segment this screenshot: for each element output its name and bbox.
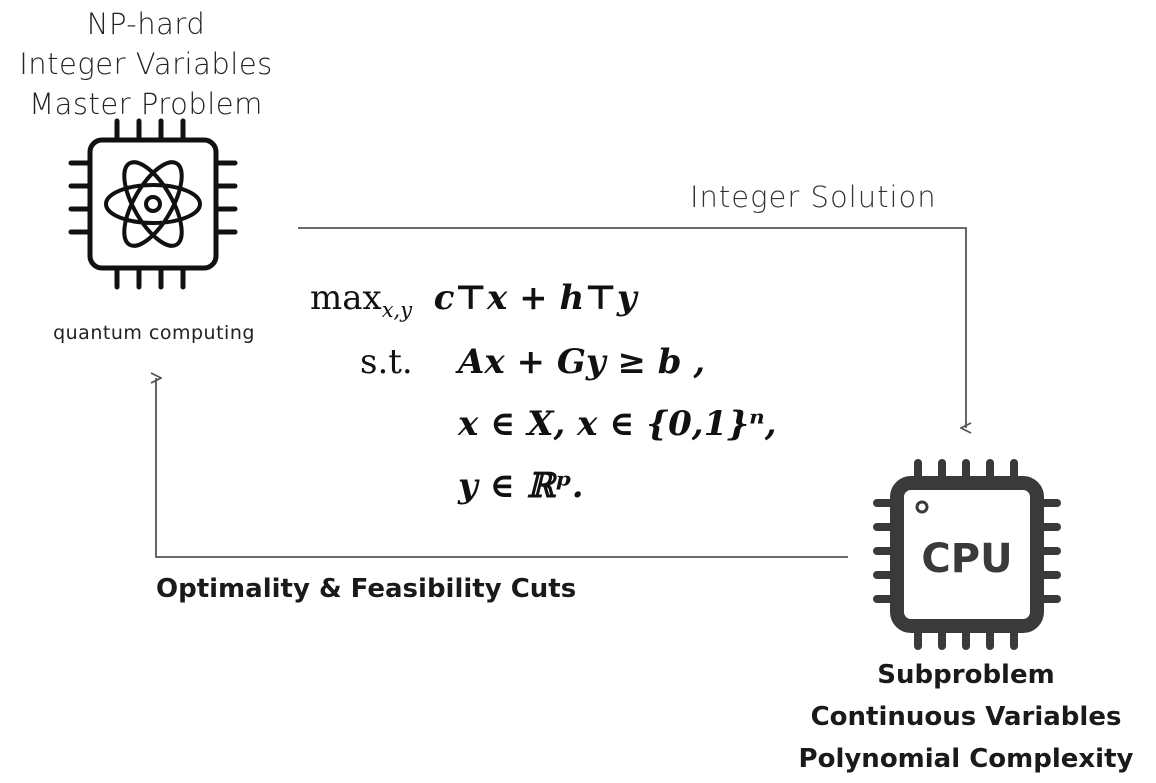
master-title-line-2: Integer Variables	[19, 47, 273, 81]
subproblem-line-1: Subproblem	[877, 660, 1055, 690]
constraint-3: y ∈ ℝᵖ.	[458, 466, 584, 506]
constraint-2: x ∈ X, x ∈ {0,1}ⁿ,	[458, 404, 777, 444]
master-title-line-1: NP-hard	[86, 7, 206, 41]
cuts-arrow	[156, 378, 848, 558]
cpu-chip-icon	[873, 459, 1061, 650]
atom-icon	[104, 160, 202, 248]
subproblem-title: Subproblem Continuous Variables Polynomi…	[780, 654, 1152, 780]
cuts-label: Optimality & Feasibility Cuts	[156, 574, 577, 604]
constraint-1: Ax + Gy ≥ b ,	[458, 342, 706, 382]
objective-line: maxx,y c⊤x + h⊤y	[310, 278, 637, 322]
integer-solution-label: Integer Solution	[690, 180, 937, 214]
objective-expression: c⊤x + h⊤y	[433, 278, 637, 318]
objective-subscript: x,y	[381, 297, 413, 322]
master-title-line-3: Master Problem	[29, 87, 263, 121]
objective-operator: max	[310, 278, 382, 318]
cpu-chip-text: CPU	[921, 536, 1012, 582]
subproblem-line-3: Polynomial Complexity	[798, 744, 1134, 774]
integer-solution-arrow	[298, 227, 966, 428]
subproblem-line-2: Continuous Variables	[810, 702, 1122, 732]
quantum-computing-label: quantum computing	[53, 322, 255, 344]
subject-to-label: s.t.	[360, 342, 413, 382]
master-problem-title: NP-hard Integer Variables Master Problem	[0, 4, 292, 124]
quantum-chip-icon	[68, 118, 238, 290]
